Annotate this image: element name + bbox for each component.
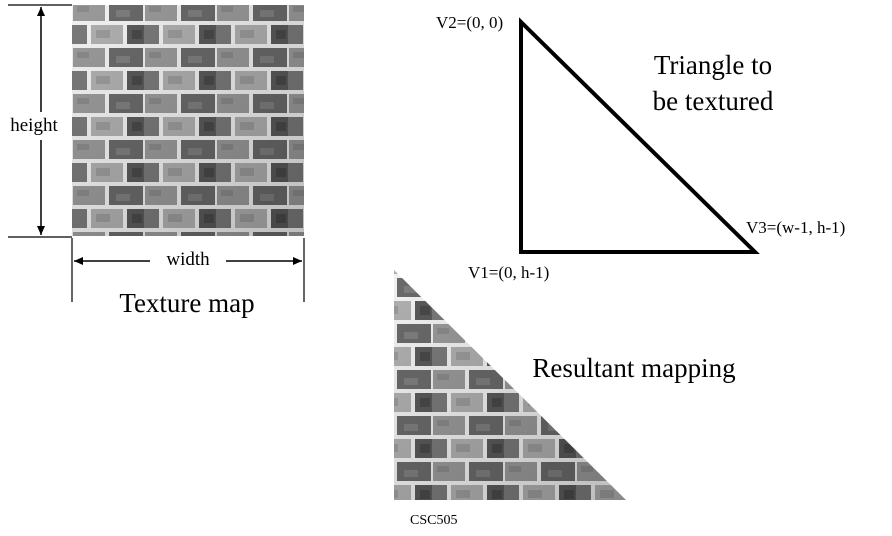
outline-triangle	[519, 17, 760, 254]
texture-map	[72, 5, 304, 236]
resultant-mapping-caption: Resultant mapping	[532, 353, 735, 383]
footer-course-code: CSC505	[410, 513, 457, 528]
texture-map-shading	[72, 5, 304, 236]
height-dimension: height	[8, 4, 72, 238]
texture-map-caption: Texture map	[119, 288, 254, 318]
width-label: width	[166, 249, 210, 270]
vertex-v2-label: V2=(0, 0)	[436, 13, 503, 32]
textured-triangle	[394, 270, 626, 500]
vertex-v3-label: V3=(w-1, h-1)	[746, 218, 845, 237]
textured-triangle-shading	[394, 270, 626, 500]
width-dimension: width	[71, 238, 305, 302]
triangle-title-line2: be textured	[653, 86, 774, 116]
triangle-title-line1: Triangle to	[654, 50, 772, 80]
height-label: height	[10, 115, 58, 136]
vertex-v1-label: V1=(0, h-1)	[468, 263, 549, 282]
